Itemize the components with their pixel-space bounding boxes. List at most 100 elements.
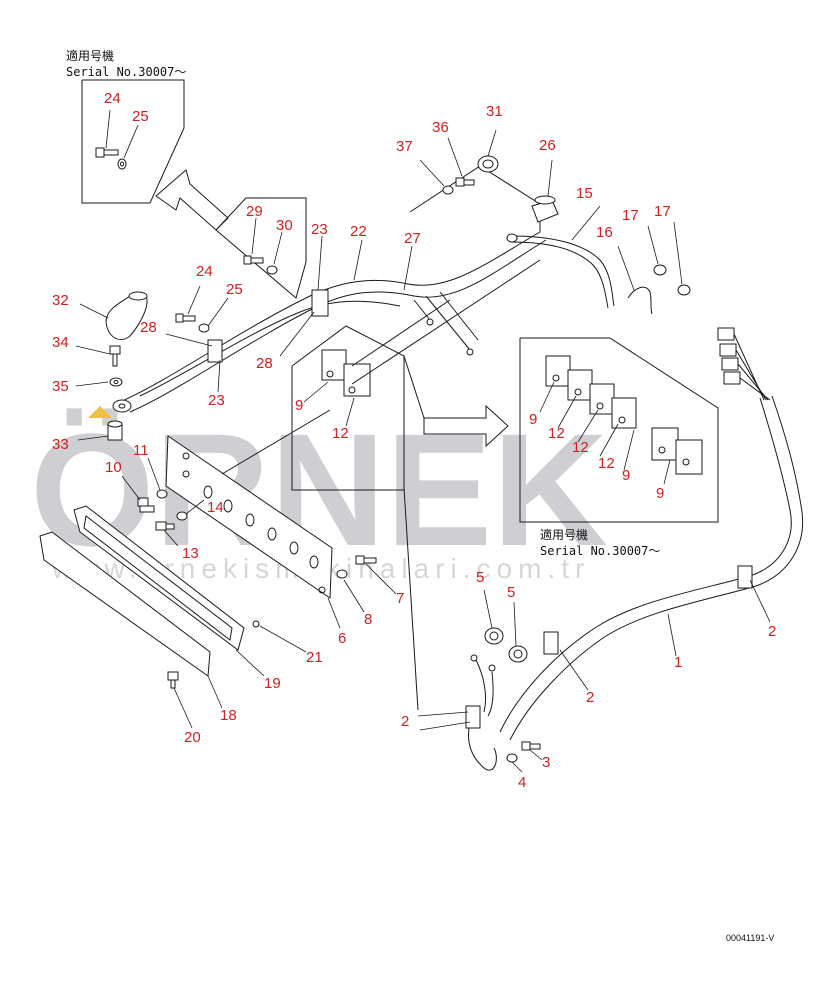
bolt-icon [455,177,475,187]
callout-18: 18 [220,707,237,724]
clamp-icon [653,264,691,296]
callout-15: 15 [576,185,593,202]
callout-25b: 25 [226,281,243,298]
relay-icon [589,383,615,415]
callout-1: 1 [674,654,682,671]
main-harness-lower [465,327,804,771]
rubber-boot-icon [105,291,148,340]
washer-icon [176,511,188,521]
bolt-icon [175,313,196,323]
callout-20: 20 [184,729,201,746]
bolt-icon [137,497,155,513]
cable-15 [511,235,615,307]
callout-12a: 12 [332,425,349,442]
relay-inset-frame [519,337,719,523]
callout-29: 29 [246,203,263,220]
bolt-icon [155,521,175,531]
callout-31: 31 [486,103,503,120]
main-harness-upper [112,231,547,413]
note-top-left-2: Serial No.30007～ [66,65,186,79]
nut-icon [252,620,260,628]
bolt-icon [355,555,377,565]
cap-icon [531,195,559,223]
relay-icon [321,349,347,381]
callout-35: 35 [52,378,69,395]
callout-17b: 17 [654,203,671,220]
relay-icon [675,439,703,475]
callout-26: 26 [539,137,556,154]
callout-36: 36 [432,119,449,136]
bolt-icon [109,345,121,367]
callout-7: 7 [396,590,404,607]
callout-3: 3 [542,754,550,771]
inset-top-left: 適用号機 Serial No.30007～ [66,48,186,204]
clamp-icon [508,645,528,663]
callout-37: 37 [396,138,413,155]
callout-labels: 24 25 29 30 23 22 27 37 36 31 26 15 16 1… [52,90,776,791]
callout-33: 33 [52,436,69,453]
panel-plate-19 [73,505,245,651]
callout-22: 22 [350,223,367,240]
callout-11: 11 [133,442,149,459]
bolt-icon [521,741,541,751]
callout-5a: 5 [476,569,484,586]
callout-6: 6 [338,630,346,647]
screw-icon [167,671,179,689]
washer-icon [442,185,454,195]
callout-23b: 23 [208,392,225,409]
callout-9d: 9 [656,485,664,502]
callout-2b: 2 [586,689,594,706]
watermark-accent [88,406,112,418]
callout-17a: 17 [622,207,639,224]
callout-28b: 28 [256,355,273,372]
washer-icon [198,323,210,333]
upper-bracket-lines [409,165,541,232]
clamp-icon [484,627,504,645]
arrow-to-inset-icon [155,169,229,231]
callout-2c: 2 [401,713,409,730]
callout-9a: 9 [295,397,303,414]
bolt-icon [243,255,264,265]
callout-24: 24 [104,90,121,107]
clamp-icon [477,155,499,173]
callout-28a: 28 [140,319,157,336]
cable-16 [627,286,653,315]
spacer-icon [107,420,123,441]
washer-icon [109,377,123,387]
relay-icon [651,427,679,461]
arrow-to-relay-inset-icon [423,404,509,448]
callout-14: 14 [207,499,224,516]
callout-9c: 9 [622,467,630,484]
callout-4: 4 [518,774,526,791]
callout-8: 8 [364,611,372,628]
callout-24b: 24 [196,263,213,280]
note-mid-right-2: Serial No.30007～ [540,544,660,558]
note-mid-right-1: 適用号機 [540,527,588,542]
relay-icon [545,355,571,387]
callout-9b: 9 [529,411,537,428]
inset-frame-top-left [81,79,185,204]
callout-21: 21 [306,649,323,666]
washer-icon [506,753,518,763]
callout-13: 13 [182,545,199,562]
callout-16: 16 [596,224,613,241]
callout-23: 23 [311,221,328,238]
bolt-icon [95,147,119,158]
panel-plate-18 [39,531,211,677]
callout-12d: 12 [598,455,615,472]
panel-plate-6 [165,435,333,599]
callout-27: 27 [404,230,421,247]
relay-icon [567,369,593,401]
callout-30: 30 [276,217,293,234]
callout-12b: 12 [548,425,565,442]
callout-2a: 2 [768,623,776,640]
washer-icon [117,158,127,170]
inset-frame-bolt [215,197,307,299]
washer-icon [336,569,348,579]
note-top-left-1: 適用号機 [66,48,114,63]
callout-32: 32 [52,292,69,309]
drawing-code: 00041191-V [726,933,774,943]
callout-19: 19 [264,675,281,692]
callout-5b: 5 [507,584,515,601]
